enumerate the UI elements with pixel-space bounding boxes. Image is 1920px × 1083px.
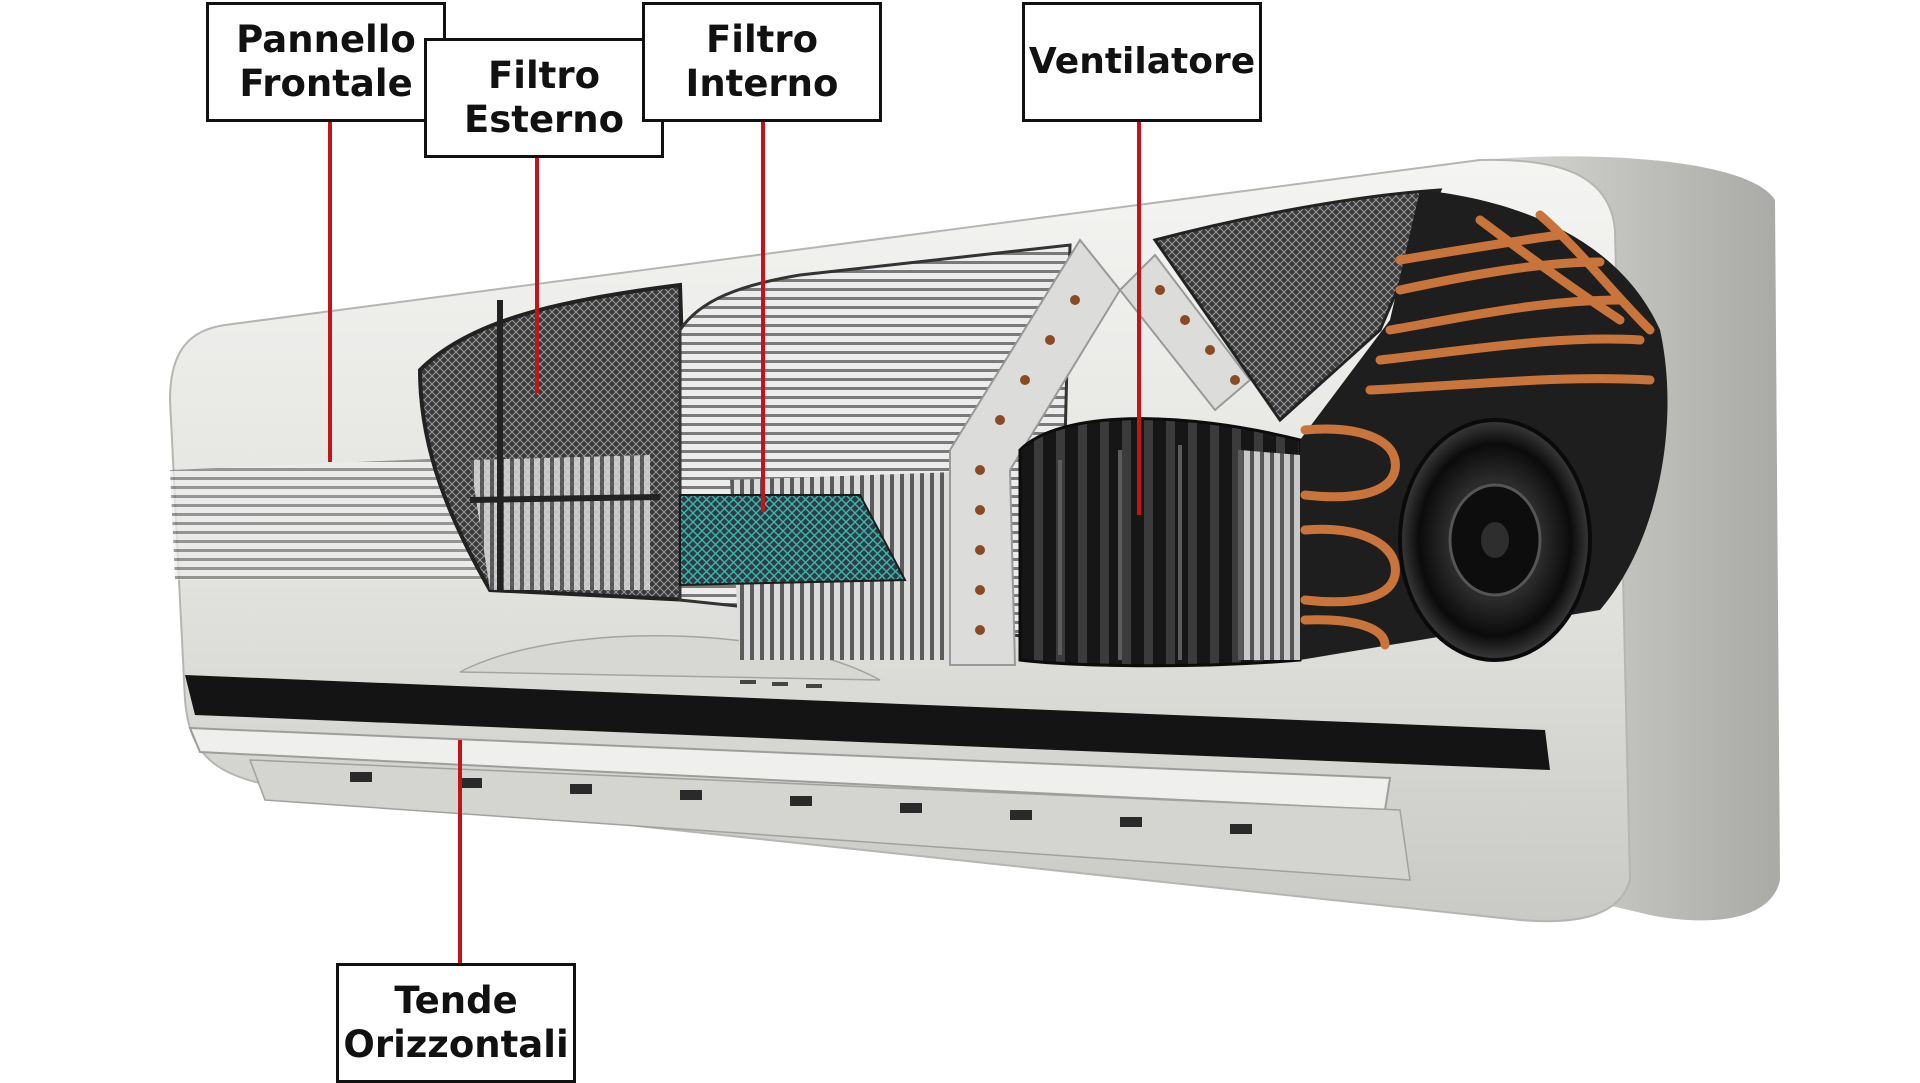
label-external-filter-line1: Filtro	[488, 53, 600, 97]
fan-blades-highlight	[1058, 445, 1242, 660]
external-filter-grid	[470, 455, 650, 590]
external-filter-frame	[469, 300, 661, 590]
label-horizontal-louvers-line1: Tende	[394, 978, 518, 1022]
air-outlet-slot	[185, 675, 1550, 770]
internal-filter-pad	[679, 494, 907, 587]
label-internal-filter-line1: Filtro	[706, 17, 818, 61]
perforation-dots	[975, 285, 1240, 635]
label-internal-filter: Filtro Interno	[642, 2, 882, 122]
motor-shaft	[1481, 522, 1509, 558]
leader-lines	[328, 122, 1141, 963]
evaporator-coil-top	[1152, 188, 1443, 423]
label-external-filter-line2: Esterno	[463, 98, 625, 141]
label-front-panel: Pannello Frontale	[206, 2, 446, 122]
label-horizontal-louvers-line2: Orizzontali	[343, 1023, 569, 1066]
label-horizontal-louvers: Tende Orizzontali	[336, 963, 576, 1083]
front-panel-grille	[170, 455, 520, 580]
label-fan-line1: Ventilatore	[1028, 41, 1256, 83]
label-external-filter: Filtro Esterno	[424, 38, 664, 158]
label-fan: Ventilatore	[1022, 2, 1262, 122]
fan-fins-right	[1240, 450, 1300, 660]
cutaway-interior	[417, 188, 1668, 668]
perforated-heat-exchanger-frame	[949, 238, 1252, 666]
louver-vanes	[350, 772, 1252, 834]
copper-tubing	[1300, 210, 1655, 650]
label-front-panel-line1: Pannello	[236, 17, 416, 61]
horizontal-louver-lower	[248, 759, 1411, 881]
label-internal-filter-line2: Interno	[685, 62, 839, 105]
label-front-panel-line2: Frontale	[239, 62, 413, 105]
indicator-leds	[740, 680, 822, 688]
